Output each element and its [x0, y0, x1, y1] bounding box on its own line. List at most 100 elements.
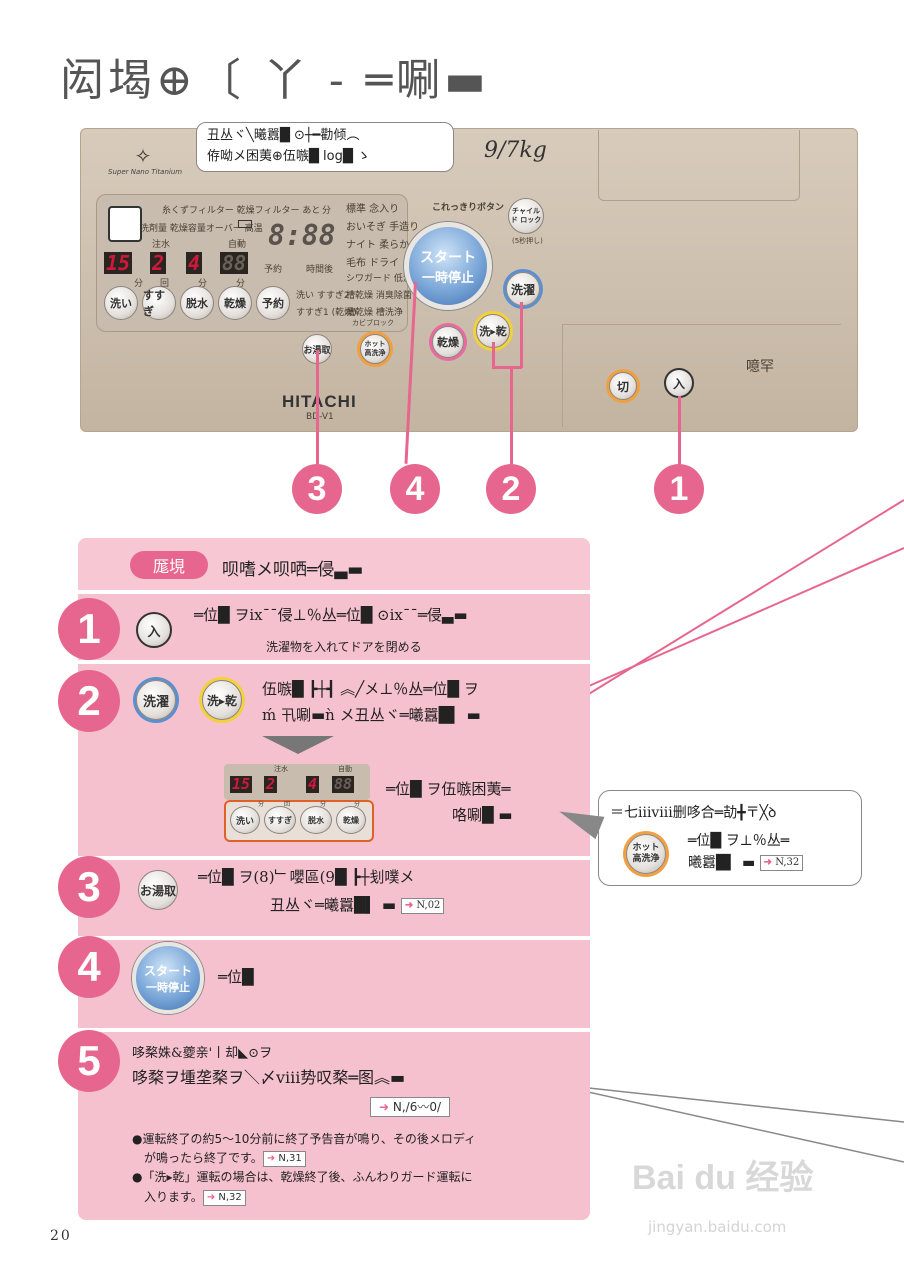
mini-dry-button: 乾燥	[336, 806, 366, 834]
callout-number-2: 2	[486, 464, 536, 514]
swirl-icon: ✧	[134, 144, 152, 168]
step3-ref[interactable]: ➜ N,02	[400, 898, 445, 914]
kabi-block-label: カビブロック	[352, 319, 394, 327]
step4-start-button: スタート 一時停止	[132, 942, 204, 1014]
power-label: 噫罕	[746, 359, 774, 375]
page-title: 闳堨⊕〔 丫 - ═唰▬	[60, 55, 490, 106]
course-label-7: 槽乾燥 槽洗浄	[346, 308, 403, 318]
display-label-water: 注水	[152, 240, 171, 250]
step1-text-line1: ═位█ ヲix¯¯侵⊥％丛═位█ ⊙ix¯¯═侵▃▬	[194, 606, 468, 624]
display-label-auto: 自動	[228, 240, 247, 250]
course-label-4: 毛布 ドライ	[346, 258, 400, 269]
brand-logo: ✧ Super Nano Titanium	[108, 144, 182, 176]
note-ref[interactable]: ➜ N,32	[759, 855, 804, 871]
pointer-lines-bottom	[552, 1083, 904, 1163]
bullet-2-line1: ●「洗▸乾」運転の場合は、乾燥終了後、ふんわりガード運転に	[132, 1170, 473, 1184]
step-number-1: 1	[58, 598, 120, 660]
capacity-label: 9/7kg	[484, 138, 547, 163]
note-text-line1: ═位█ ヲ⊥％丛═	[688, 833, 790, 849]
mini-wash-segment: 15	[230, 775, 253, 793]
step5-text-line2: 哆楘ヲ堹垄楘ヲ＼〆ⅷ势叹楘═图︽▬	[132, 1068, 406, 1087]
start-pause-button[interactable]: スタート 一時停止	[404, 222, 492, 310]
mini-label-2: すすぎ1 (乾燥)	[296, 308, 357, 318]
rinse-segment: 2	[150, 251, 167, 275]
steps-header-text: 呗嗜メ呗哂═侵▃▬	[222, 560, 364, 580]
step2-text-line1: 伍嗾█ ┣┼┫ ︽╱メ⊥％丛═位█ ヲ	[262, 680, 479, 698]
mini-label-1: 洗い すすぎ2	[296, 291, 350, 301]
arrow-right-icon: ➜	[379, 1099, 390, 1114]
detergent-icon	[108, 206, 142, 242]
display-label-row2: 洗剤量 乾燥容量オーバー 高温	[140, 224, 263, 234]
callout-number-4: 4	[390, 464, 440, 514]
step5-text-line1: 哆楘姝&夔亲'丨却◣⊙ヲ	[132, 1046, 273, 1061]
unit-label-4: 分	[236, 279, 246, 289]
dry-only-button[interactable]: 乾燥	[432, 326, 464, 358]
bullet-2-line2: 入ります。➜ N,32	[144, 1188, 246, 1206]
course-label-1: 標準 念入り	[346, 204, 400, 215]
mini-unit-2: 回	[284, 801, 291, 808]
panel-window	[598, 130, 800, 201]
mini-unit-4: 分	[354, 801, 361, 808]
panel-callout: 丑丛ヾ╲曦囂█ ⊙┼━勸倾︵ 侟呦メ困荑⊕伍嗾█ log█ ゝ	[196, 122, 454, 172]
hot-wash-button[interactable]: ホット 高洗浄	[360, 334, 390, 364]
child-lock-button[interactable]: チャイルド ロック	[508, 198, 544, 234]
step5-ref[interactable]: ➜ N,/6〰0/	[370, 1096, 451, 1117]
spin-button[interactable]: 脱水	[180, 286, 214, 320]
power-off-button[interactable]: 切	[609, 372, 637, 400]
step-row-5	[78, 1028, 590, 1220]
guide-line-2	[510, 366, 513, 464]
mini-wash-button: 洗い	[230, 806, 260, 834]
wash-dry-button[interactable]: 洗▸乾	[476, 314, 510, 348]
mini-dry-segment: 88	[332, 775, 355, 793]
power-area	[562, 324, 841, 427]
step4-pause-label: 一時停止	[146, 980, 190, 994]
mini-text-line1: ═位█ ヲ伍嗾困荑═	[386, 780, 511, 798]
step4-text: ═位█	[218, 968, 254, 986]
display-label-row1: 糸くずフィルター 乾燥フィルター あと	[162, 206, 321, 216]
arrow-right-icon: ➜	[206, 1191, 216, 1203]
mini-label-auto: 自動	[338, 765, 352, 773]
mini-text-line2: 咯唰█ ▬	[452, 806, 513, 824]
guide-line-3	[316, 350, 319, 464]
step-number-5: 5	[58, 1030, 120, 1092]
mini-rinse-button: すすぎ	[264, 806, 296, 834]
course-label-3: ナイト 柔らか	[346, 240, 410, 251]
reserve-button[interactable]: 予約	[256, 286, 290, 320]
dry-segment: 88	[220, 251, 249, 275]
guide-tick-2b	[520, 302, 523, 368]
bullet-1-ref[interactable]: ➜ N,31	[262, 1150, 306, 1167]
guide-bar-2	[492, 366, 522, 369]
rinse-button[interactable]: すすぎ	[142, 286, 176, 320]
spin-segment: 4	[186, 251, 203, 275]
step2-text-line2: ḿ 卂唰▬ǹ メ丑丛ヾ═曦囂█▍ ▬	[262, 706, 481, 724]
unit-label-2: 回	[160, 279, 170, 289]
guide-tick-2a	[492, 342, 495, 368]
dry-button[interactable]: 乾燥	[218, 286, 252, 320]
time-segment: 8:88	[268, 219, 336, 252]
arrow-right-icon: ➜	[404, 900, 414, 911]
laundry-button[interactable]: 洗濯	[506, 272, 540, 306]
start-label: スタート	[420, 249, 476, 266]
watermark-logo: Bai du 经验	[632, 1159, 814, 1197]
course-label-6: 槽乾燥 消臭除菌	[346, 291, 412, 301]
mini-unit-1: 分	[258, 801, 265, 808]
wash-button[interactable]: 洗い	[104, 286, 138, 320]
step1-power-on-button: 入	[136, 612, 172, 648]
arrow-right-icon: ➜	[763, 857, 773, 868]
step2-laundry-button: 洗濯	[136, 680, 176, 720]
mini-unit-3: 分	[320, 801, 327, 808]
bullet-2-ref[interactable]: ➜ N,32	[202, 1189, 246, 1206]
display-label-minutes: 分	[322, 206, 332, 216]
mini-spin-segment: 4	[306, 775, 320, 793]
unit-label-3: 分	[198, 279, 208, 289]
kore-label: これっきりボタン	[432, 203, 505, 213]
power-on-button[interactable]: 入	[664, 368, 694, 398]
bullet-1-line1: ●運転終了の約5～10分前に終了予告音が鳴り、その後メロディ	[132, 1132, 477, 1146]
pointer-lines-top	[565, 499, 904, 709]
display-label-reserve: 予約	[264, 265, 283, 275]
course-label-2: おいそぎ 手造り	[346, 222, 420, 233]
watermark-url: jingyan.baidu.com	[648, 1218, 787, 1236]
model-name: BD-V1	[306, 412, 334, 422]
step2-wash-dry-button: 洗▸乾	[202, 680, 242, 720]
note-text-line2: 曦囂█▍ ▬ ➜ N,32	[688, 852, 804, 872]
